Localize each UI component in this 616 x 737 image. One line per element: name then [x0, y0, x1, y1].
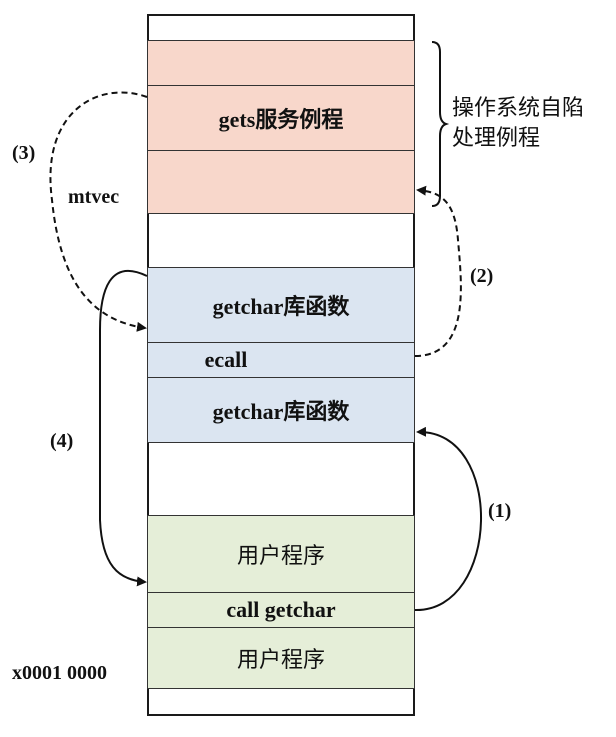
- os-region-brace: [431, 41, 450, 207]
- os-trap-label-line1: 操作系统自陷: [452, 96, 585, 121]
- call-getchar-label: call getchar: [226, 597, 336, 622]
- step-2-label: (2): [470, 265, 494, 287]
- step-1-label: (1): [488, 500, 512, 522]
- address-label: x0001 0000: [12, 662, 107, 684]
- ecall-label: ecall: [204, 347, 248, 372]
- user-program-label-1: 用户程序: [236, 544, 325, 569]
- user-program-label-2: 用户程序: [236, 648, 325, 673]
- gets-routine-label: gets服务例程: [218, 107, 344, 132]
- getchar-lib-segment-2: getchar库函数: [147, 377, 415, 443]
- getchar-lib-label-1: getchar库函数: [212, 294, 350, 319]
- ecall-segment: ecall: [147, 342, 415, 378]
- user-program-segment-1: 用户程序: [147, 515, 415, 593]
- user-program-segment-2: 用户程序: [147, 627, 415, 689]
- step-4-label: (4): [50, 430, 74, 452]
- step-3-label: (3): [12, 142, 36, 164]
- getchar-lib-segment-1: getchar库函数: [147, 267, 415, 343]
- os-segment-bottom: [147, 150, 415, 214]
- os-trap-label: 操作系统自陷 处理例程: [452, 94, 584, 154]
- mtvec-label: mtvec: [68, 186, 120, 208]
- arrow-step-4: [99, 269, 148, 587]
- arrow-step-1: [414, 426, 482, 612]
- os-trap-label-line2: 处理例程: [452, 126, 541, 151]
- arrow-step-3: [49, 91, 148, 332]
- os-segment-top: [147, 40, 415, 86]
- arrow-step-2: [414, 185, 462, 357]
- getchar-lib-label-2: getchar库函数: [212, 399, 350, 424]
